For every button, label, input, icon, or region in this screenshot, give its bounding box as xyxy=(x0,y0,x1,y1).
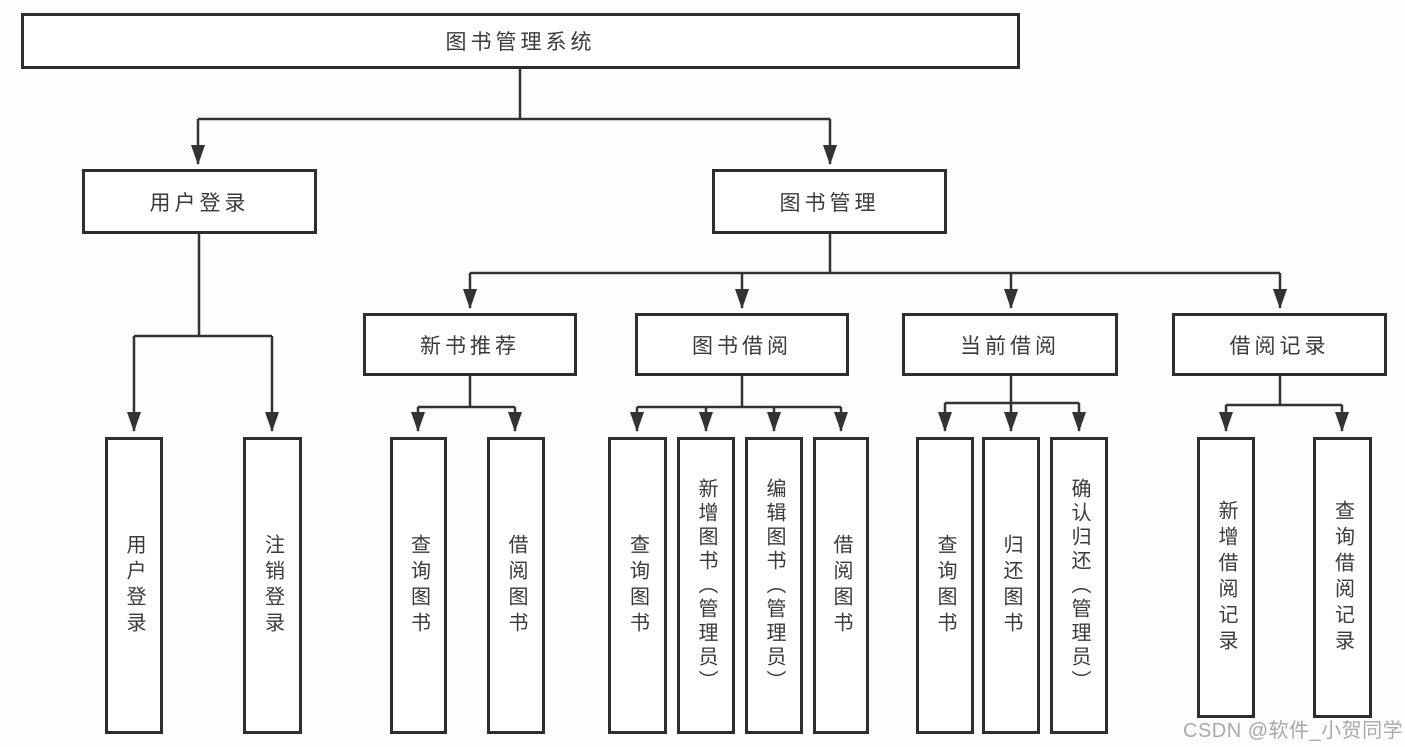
node-book-borrowing: 图书借阅 xyxy=(635,313,849,376)
leaf-label: 注销登录 xyxy=(261,533,284,638)
leaf-label: 查询图书 xyxy=(934,533,956,638)
leaf-label: 新增图书（管理员） xyxy=(695,477,717,694)
leaf-borrow-books-recommend: 借阅图书 xyxy=(487,437,545,734)
leaf-borrow-books: 借阅图书 xyxy=(813,437,869,734)
leaf-label: 查询图书 xyxy=(626,533,649,638)
leaf-user-login: 用户登录 xyxy=(105,437,163,734)
leaf-add-borrow-record: 新增借阅记录 xyxy=(1197,437,1255,718)
leaf-query-books-borrow: 查询图书 xyxy=(608,437,667,734)
leaf-label: 归还图书 xyxy=(1000,533,1022,638)
leaf-label: 借阅图书 xyxy=(505,533,527,638)
leaf-edit-books-admin: 编辑图书（管理员） xyxy=(745,437,803,734)
leaf-query-borrow-record: 查询借阅记录 xyxy=(1313,437,1372,718)
node-current-borrowing: 当前借阅 xyxy=(902,313,1118,376)
leaf-query-books-current: 查询图书 xyxy=(916,437,974,734)
leaf-return-books: 归还图书 xyxy=(982,437,1040,734)
leaf-logout: 注销登录 xyxy=(243,437,302,734)
node-book-management: 图书管理 xyxy=(712,169,947,234)
leaf-label: 用户登录 xyxy=(123,533,145,638)
node-borrowing-records: 借阅记录 xyxy=(1172,313,1387,376)
leaf-label: 借阅图书 xyxy=(830,533,852,638)
leaf-label: 新增借阅记录 xyxy=(1215,499,1237,656)
leaf-label: 查询图书 xyxy=(407,533,430,638)
leaf-label: 编辑图书（管理员） xyxy=(763,477,785,694)
node-user-login: 用户登录 xyxy=(82,169,317,234)
node-library-system: 图书管理系统 xyxy=(21,13,1020,69)
leaf-label: 查询借阅记录 xyxy=(1331,499,1354,656)
leaf-add-books-admin: 新增图书（管理员） xyxy=(677,437,735,734)
leaf-query-books-recommend: 查询图书 xyxy=(390,437,447,734)
watermark: CSDN @软件_小贺同学 xyxy=(1183,720,1404,742)
leaf-label: 确认归还（管理员） xyxy=(1068,477,1090,694)
node-new-book-recommend: 新书推荐 xyxy=(363,313,577,376)
leaf-confirm-return-admin: 确认归还（管理员） xyxy=(1050,437,1108,734)
